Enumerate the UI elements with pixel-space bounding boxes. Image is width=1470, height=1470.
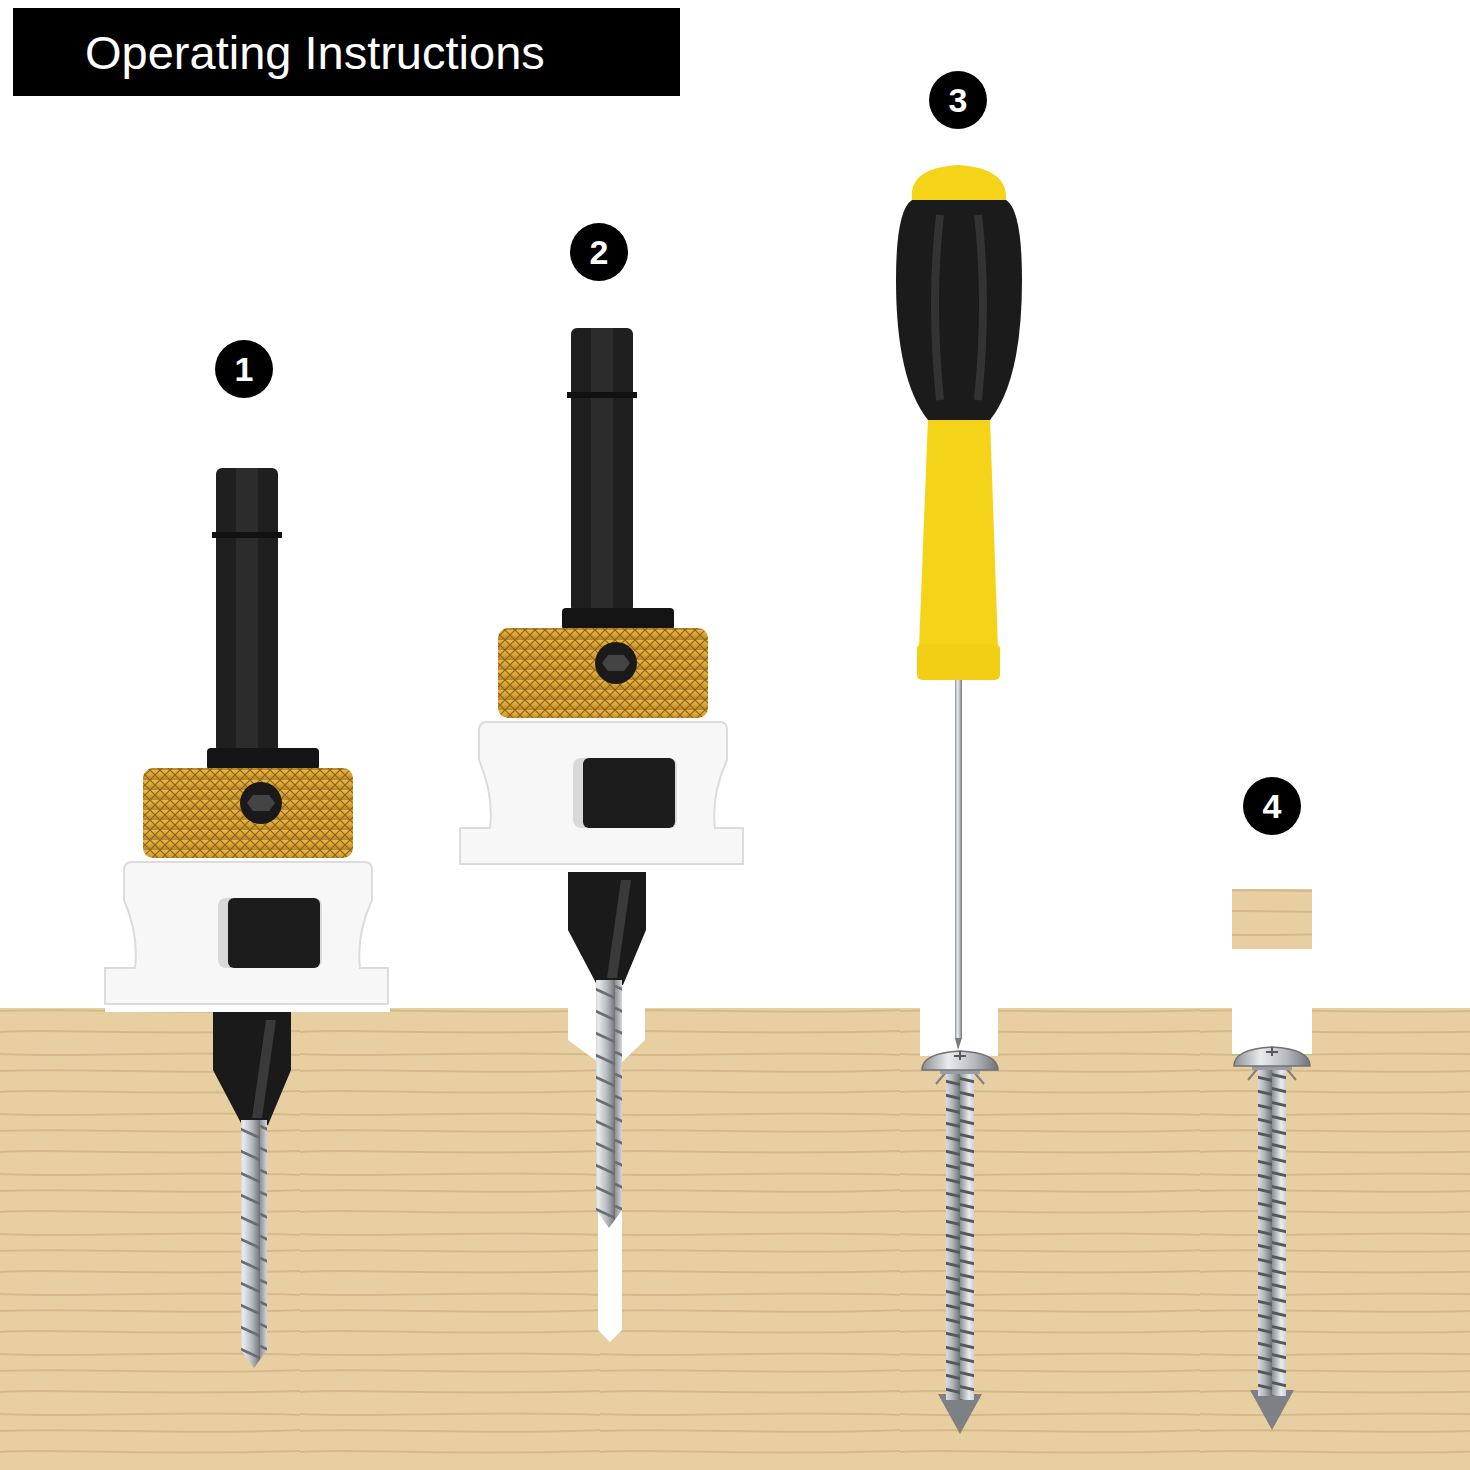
countersink-drill [105, 468, 388, 1368]
callout-number: 4 [1243, 777, 1301, 835]
wood-plug [1232, 889, 1312, 949]
callout-disc [215, 340, 273, 398]
wood-cut [105, 1004, 390, 1012]
callout-disc [929, 71, 987, 129]
callout-disc [570, 223, 628, 281]
countersink-drill [460, 328, 743, 1228]
screw [922, 1051, 998, 1434]
callout-number: 3 [929, 71, 987, 129]
callout-disc [1243, 777, 1301, 835]
title-banner: Operating Instructions [13, 8, 680, 96]
screwdriver [896, 165, 1022, 1050]
callout-number: 1 [215, 340, 273, 398]
callout-number: 2 [570, 223, 628, 281]
screw [1234, 1047, 1310, 1430]
